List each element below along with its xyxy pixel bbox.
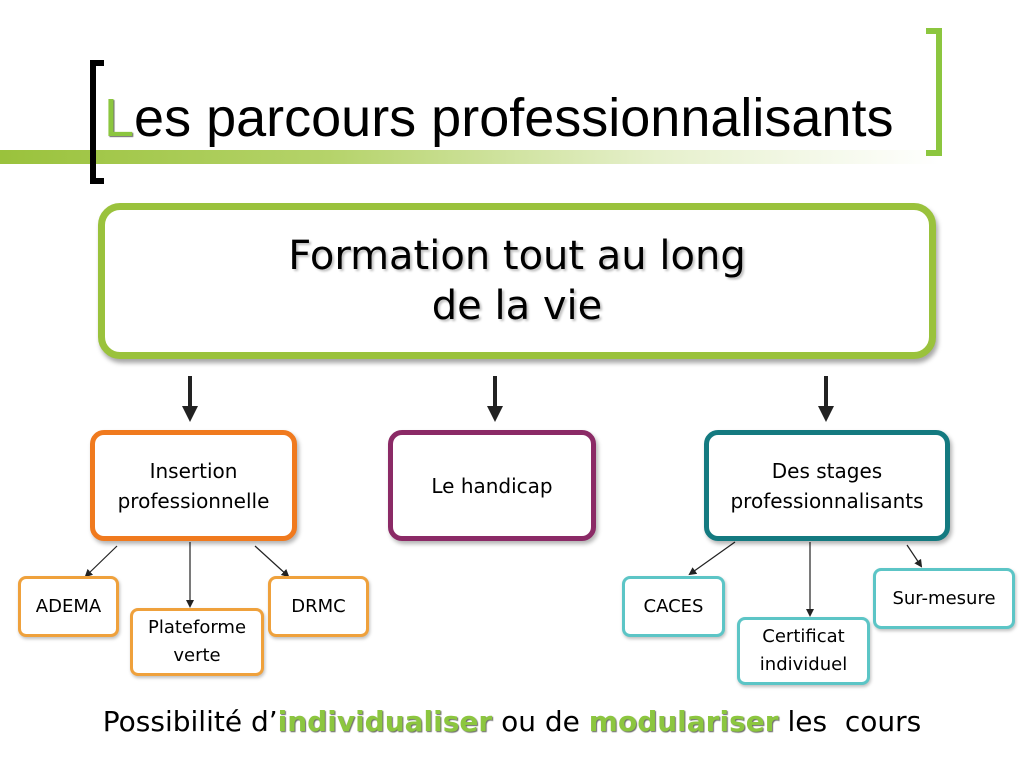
leaf-drmc-box: DRMC bbox=[268, 576, 369, 637]
leaf-certificat-text: Certificat individuel bbox=[760, 623, 847, 679]
leaf-certificat-box: Certificat individuel bbox=[737, 617, 870, 685]
category-handicap-box: Le handicap bbox=[388, 430, 596, 541]
title-rest: es parcours professionnalisants bbox=[134, 88, 894, 148]
category-handicap-text: Le handicap bbox=[431, 473, 553, 498]
category-stages-line2: professionnalisants bbox=[730, 488, 924, 513]
leaf-sur-mesure-text: Sur-mesure bbox=[892, 587, 996, 609]
leaf-plateforme-line1: Plateforme bbox=[147, 617, 247, 638]
footer-sentence: Possibilité d’individualiser ou de modul… bbox=[40, 700, 984, 744]
footer-highlight-modulariser: modulariser bbox=[588, 705, 779, 738]
title-right-bracket bbox=[926, 28, 942, 156]
category-stages-line1: Des stages bbox=[771, 458, 883, 483]
title-first-letter: L bbox=[104, 88, 135, 148]
leaf-caces-text: CACES bbox=[643, 595, 704, 617]
main-concept-line2: de la vie bbox=[431, 283, 603, 329]
leaf-adema-text: ADEMA bbox=[35, 595, 102, 617]
footer-part2: ou de bbox=[492, 705, 589, 738]
arrow-to-caces bbox=[688, 541, 736, 576]
category-insertion-line1: Insertion bbox=[149, 458, 238, 483]
main-concept-line1: Formation tout au long bbox=[288, 233, 746, 279]
leaf-plateforme-box: Plateforme verte bbox=[130, 608, 264, 676]
category-stages-text: Des stages professionnalisants bbox=[730, 456, 923, 516]
arrow-to-adema bbox=[84, 545, 118, 578]
footer-part3: les cours bbox=[778, 705, 922, 738]
leaf-caces-box: CACES bbox=[622, 576, 725, 637]
category-insertion-text: Insertion professionnelle bbox=[118, 456, 270, 516]
arrow-to-sur-mesure bbox=[906, 544, 923, 568]
title-underline-bar bbox=[0, 150, 940, 164]
page-title: Les parcours professionnalisants bbox=[104, 78, 893, 158]
category-insertion-box: Insertion professionnelle bbox=[90, 430, 297, 541]
leaf-adema-box: ADEMA bbox=[18, 576, 119, 637]
leaf-certificat-line2: individuel bbox=[759, 654, 848, 675]
main-concept-box: Formation tout au long de la vie bbox=[98, 203, 936, 359]
leaf-drmc-text: DRMC bbox=[291, 595, 346, 617]
footer-highlight-individualiser: individualiser bbox=[277, 705, 493, 738]
footer-part1: Possibilité d’ bbox=[102, 705, 278, 738]
leaf-certificat-line1: Certificat bbox=[762, 626, 845, 647]
leaf-plateforme-text: Plateforme verte bbox=[148, 614, 246, 670]
title-left-bracket bbox=[90, 60, 104, 184]
arrow-to-drmc bbox=[254, 545, 290, 578]
leaf-plateforme-line2: verte bbox=[173, 645, 221, 666]
main-concept-text: Formation tout au long de la vie bbox=[288, 231, 745, 331]
category-stages-box: Des stages professionnalisants bbox=[704, 430, 950, 541]
leaf-sur-mesure-box: Sur-mesure bbox=[873, 568, 1015, 629]
category-insertion-line2: professionnelle bbox=[117, 488, 270, 513]
